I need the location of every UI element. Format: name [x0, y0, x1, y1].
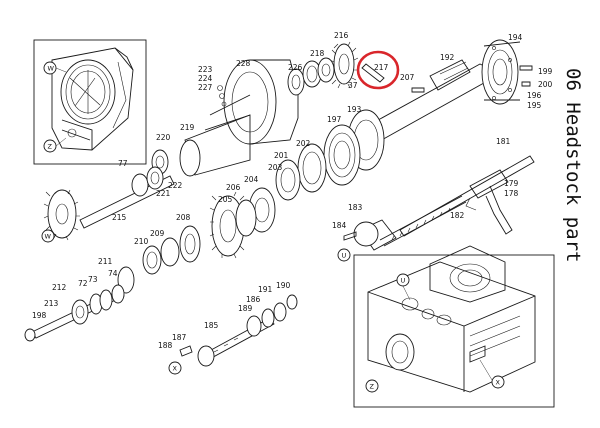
label-188: 188 [158, 341, 173, 350]
label-224: 224 [198, 74, 213, 83]
label-223: 223 [198, 65, 213, 74]
small-shaft-assembly: X [168, 294, 298, 375]
label-217: 217 [374, 63, 389, 72]
label-74: 74 [108, 269, 118, 278]
label-199: 199 [538, 67, 553, 76]
bottom-left-shaft [24, 284, 125, 342]
label-216: 216 [334, 31, 349, 40]
label-220: 220 [156, 133, 171, 142]
label-215: 215 [112, 213, 127, 222]
label-228: 228 [236, 59, 251, 68]
label-187: 187 [172, 333, 187, 342]
label-182: 182 [450, 211, 465, 220]
upper-spindle-assembly [151, 39, 533, 177]
label-211: 211 [98, 257, 113, 266]
view-marker-z1: Z [48, 143, 53, 151]
label-189: 189 [238, 304, 253, 313]
label-181: 181 [496, 137, 511, 146]
view-marker-x2: X [496, 379, 501, 387]
view-marker-w2: W [45, 233, 52, 241]
label-72: 72 [78, 279, 88, 288]
page-title: 06 Headstock part [562, 68, 584, 262]
view-marker-x1: X [173, 365, 178, 373]
label-198: 198 [32, 311, 47, 320]
label-185: 185 [204, 321, 219, 330]
label-194: 194 [508, 33, 523, 42]
shift-shaft-assembly: U [337, 155, 535, 262]
label-205: 205 [218, 195, 233, 204]
label-193: 193 [347, 105, 362, 114]
label-195: 195 [527, 101, 542, 110]
label-212: 212 [52, 283, 67, 292]
label-222: 222 [168, 181, 183, 190]
label-77: 77 [118, 159, 128, 168]
label-206: 206 [226, 183, 241, 192]
label-201: 201 [274, 151, 289, 160]
label-192: 192 [440, 53, 455, 62]
view-marker-z2: Z [370, 383, 375, 391]
label-221: 221 [156, 189, 171, 198]
label-209: 209 [150, 229, 165, 238]
label-227: 227 [198, 83, 213, 92]
label-207: 207 [400, 73, 415, 82]
label-218: 218 [310, 49, 325, 58]
label-190: 190 [276, 281, 291, 290]
label-197: 197 [327, 115, 342, 124]
label-202: 202 [296, 139, 311, 148]
view-marker-u2: U [401, 277, 406, 285]
label-219: 219 [180, 123, 195, 132]
highlight-ring-217 [356, 50, 400, 90]
label-178: 178 [504, 189, 519, 198]
label-183: 183 [348, 203, 363, 212]
label-210: 210 [134, 237, 149, 246]
label-204: 204 [244, 175, 259, 184]
label-37: 37 [348, 81, 358, 90]
middle-bearing-set [275, 109, 385, 201]
lower-left-shaft-assembly: W [41, 166, 175, 243]
part-labels: 216 218 217 207 37 194 192 199 200 196 1… [32, 31, 553, 350]
label-73: 73 [88, 275, 98, 284]
label-186: 186 [246, 295, 261, 304]
label-226: 226 [288, 63, 303, 72]
label-213: 213 [44, 299, 59, 308]
center-gear-stack [117, 187, 276, 294]
view-marker-w1: W [48, 65, 55, 73]
label-184: 184 [332, 221, 347, 230]
inset-housing-block: U X Z [353, 245, 555, 408]
label-208: 208 [176, 213, 191, 222]
label-191: 191 [258, 285, 273, 294]
view-marker-u1: U [342, 252, 347, 260]
label-196: 196 [527, 91, 542, 100]
inset-housing-view: W Z [33, 39, 147, 165]
label-179: 179 [504, 179, 519, 188]
label-200: 200 [538, 80, 553, 89]
label-203: 203 [268, 163, 283, 172]
